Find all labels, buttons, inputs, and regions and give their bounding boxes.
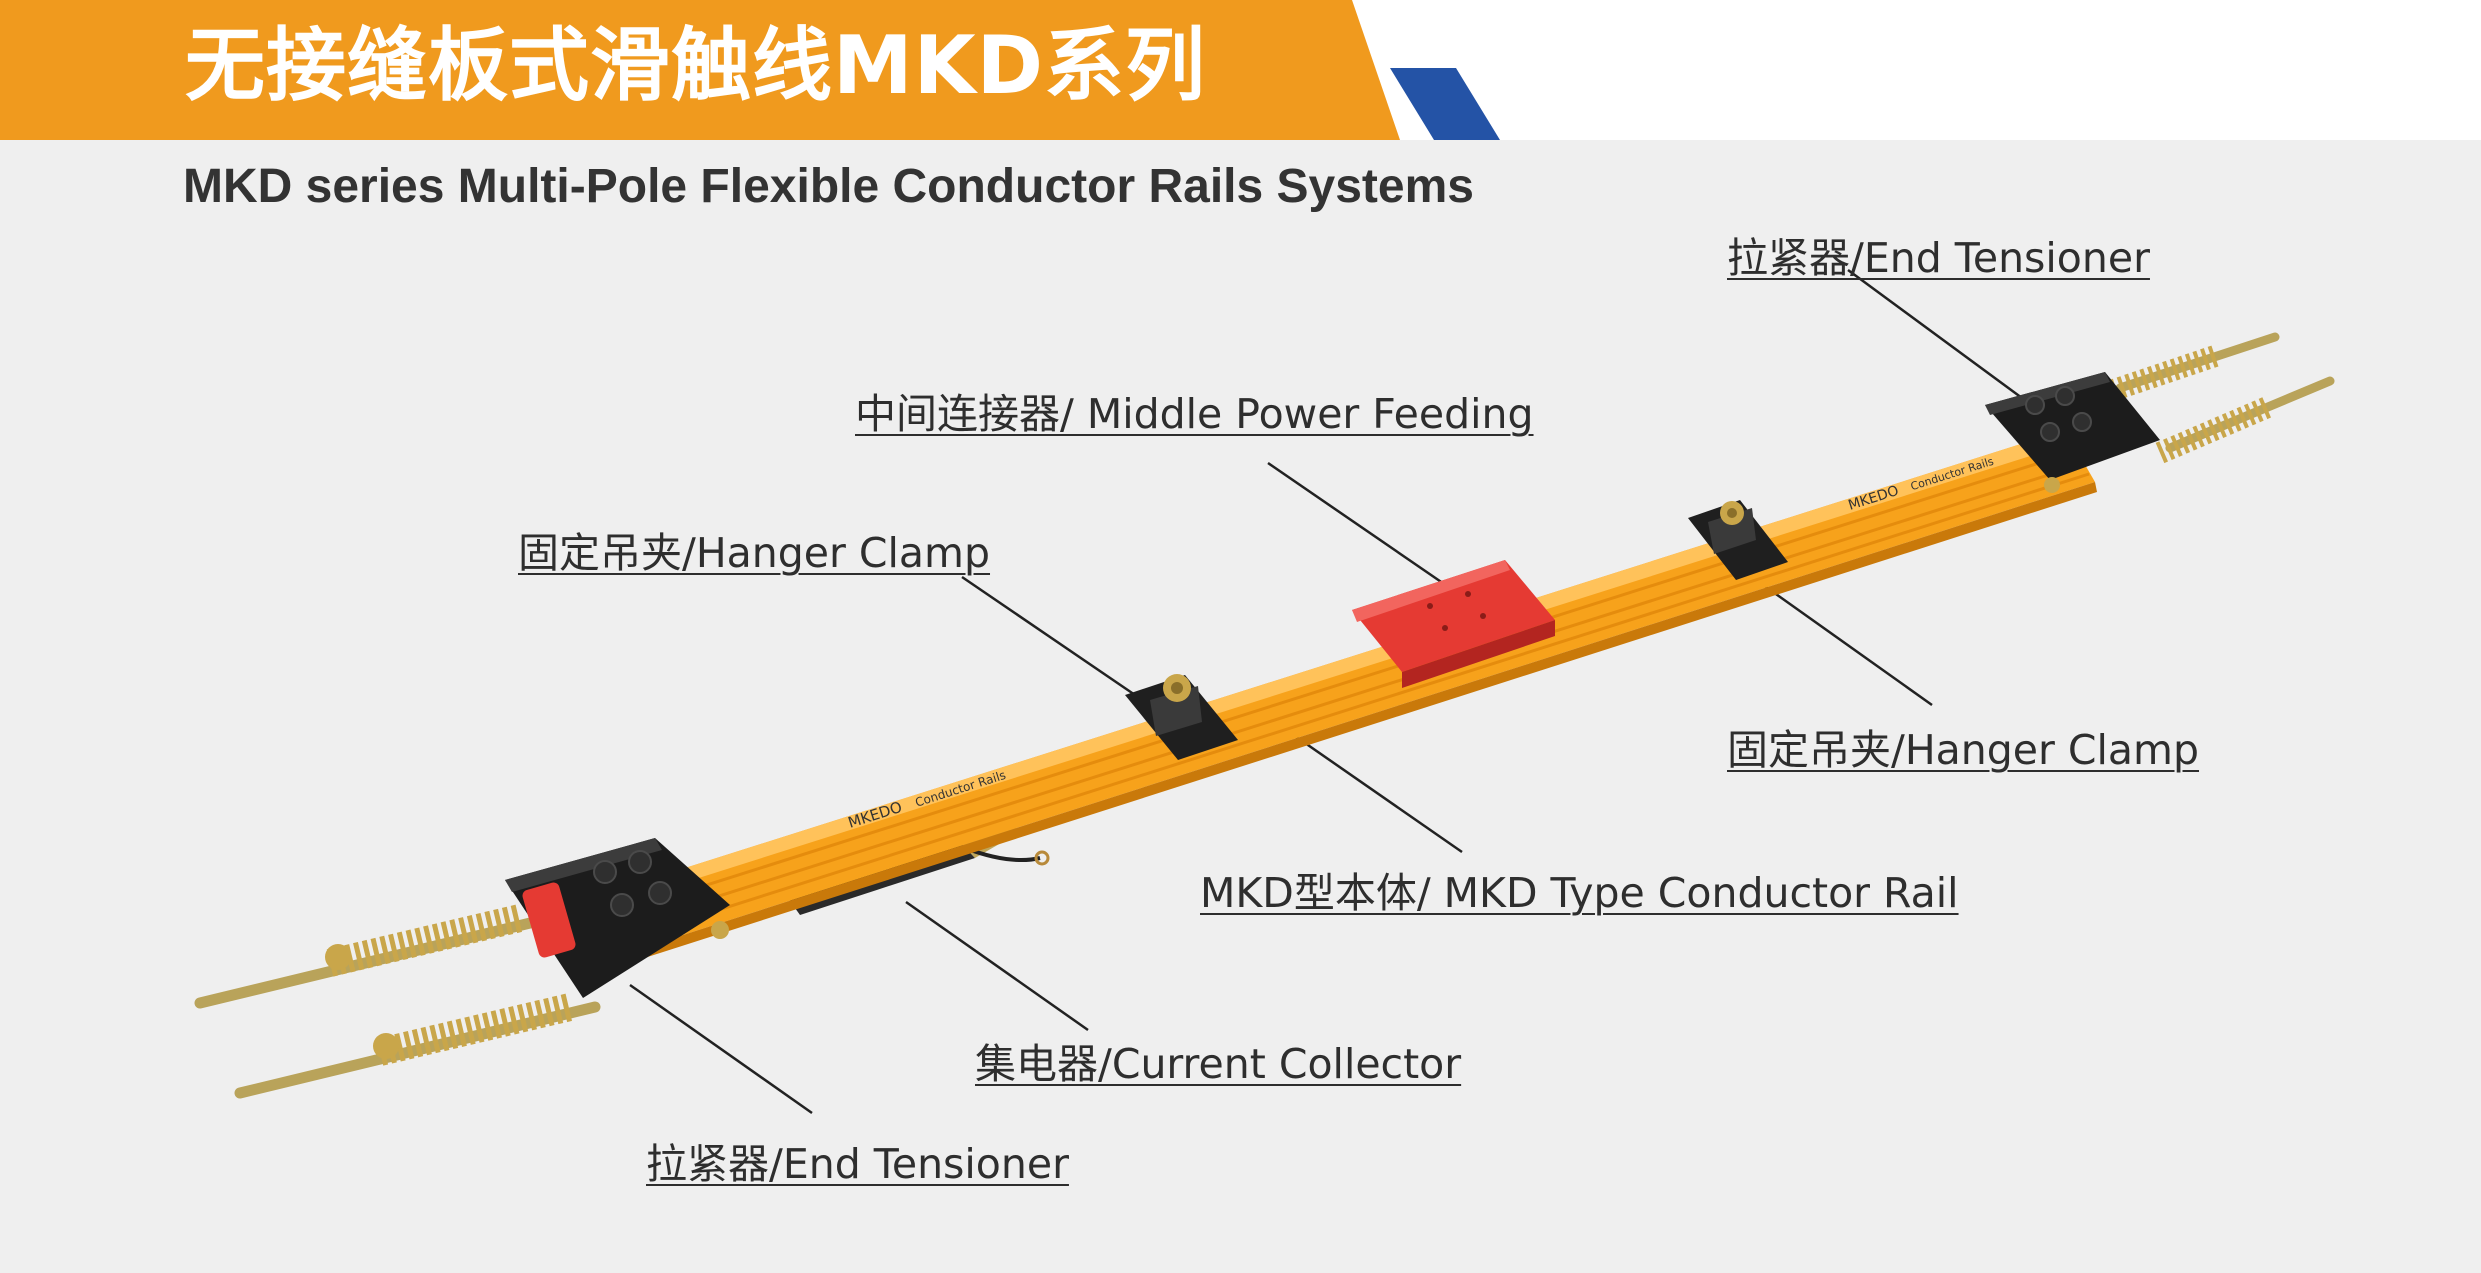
tensioner-rods-right: [2101, 332, 2335, 464]
leader-middle-power-feeding: [1267, 461, 1451, 590]
hanger-clamp-left-part: [1125, 674, 1238, 760]
callout-middle-power-feeding: 中间连接器/ Middle Power Feeding: [855, 390, 1534, 438]
callout-conductor-rail: MKD型本体/ MKD Type Conductor Rail: [1200, 869, 1959, 917]
hanger-clamp-right-part: [1688, 500, 1788, 580]
banner-title: 无接缝板式滑触线MKD系列: [185, 19, 1207, 112]
leader-hanger-clamp-right: [1751, 575, 1933, 707]
end-tensioner-left-part: [505, 838, 730, 998]
callout-hanger-clamp-right: 固定吊夹/Hanger Clamp: [1727, 726, 2200, 774]
leader-current-collector: [905, 900, 1089, 1032]
leader-end-tensioner-bottom: [629, 983, 813, 1115]
middle-power-feeding-block: [1352, 560, 1555, 688]
end-tensioner-right-part: [1985, 372, 2160, 493]
leader-conductor-rail: [1281, 725, 1463, 854]
tensioner-rods-left: [194, 904, 601, 1099]
leader-lines: [629, 268, 2023, 1115]
page-subtitle: MKD series Multi-Pole Flexible Conductor…: [183, 160, 1474, 213]
callout-current-collector: 集电器/Current Collector: [975, 1040, 1462, 1088]
title-banner: [0, 0, 1400, 140]
callout-hanger-clamp-left: 固定吊夹/Hanger Clamp: [518, 529, 991, 577]
leader-hanger-clamp-left: [961, 575, 1139, 699]
callout-end-tensioner-bottom: 拉紧器/End Tensioner: [646, 1140, 1069, 1188]
callout-end-tensioner-top: 拉紧器/End Tensioner: [1727, 234, 2150, 282]
leader-end-tensioner-top: [1847, 268, 2023, 400]
